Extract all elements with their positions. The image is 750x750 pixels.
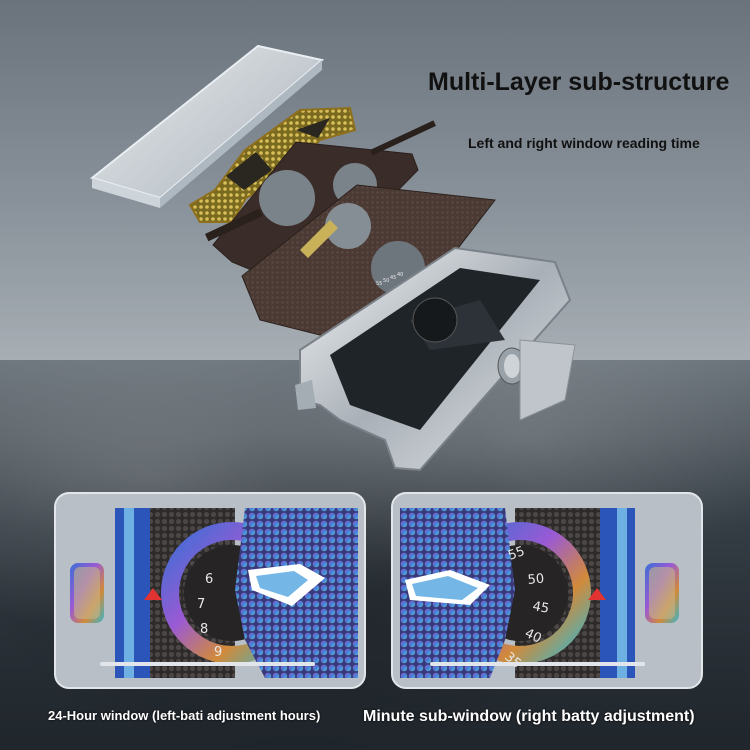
minute-number: 45 [531, 599, 550, 617]
minute-number: 55 [506, 544, 527, 564]
left-window-caption: 24-Hour window (left-bati adjustment hou… [48, 708, 321, 723]
left-crown-icon [70, 563, 104, 623]
gold-face-plate [188, 106, 357, 223]
steel-case [295, 246, 576, 472]
left-window-closeup: 6 7 8 9 [54, 492, 366, 689]
right-window-closeup: 55 50 45 40 35 [391, 492, 703, 689]
minute-pointer-icon [588, 588, 606, 600]
hour-number: 7 [197, 597, 205, 612]
dial-base-plate: 55 50 45 40 [241, 184, 496, 351]
hour-pointer-icon [144, 588, 162, 600]
sapphire-glass [89, 44, 325, 208]
small-dial-number: 55 [376, 281, 382, 287]
headline: Multi-Layer sub-structure [428, 68, 730, 96]
right-window-caption: Minute sub-window (right batty adjustmen… [363, 708, 695, 725]
hour-number: 8 [200, 622, 208, 637]
crown-icon [497, 347, 527, 385]
small-dial-number: 50 [383, 278, 389, 284]
minute-number: 50 [527, 572, 545, 588]
right-crown-icon [645, 563, 679, 623]
small-dial-number: 45 [390, 275, 396, 281]
small-dial-number: 40 [397, 272, 403, 278]
brown-middle-plate [204, 120, 436, 291]
hour-number: 6 [205, 572, 213, 587]
subheadline: Left and right window reading time [468, 135, 700, 151]
minute-number: 40 [522, 626, 543, 647]
hour-number: 9 [214, 645, 222, 660]
